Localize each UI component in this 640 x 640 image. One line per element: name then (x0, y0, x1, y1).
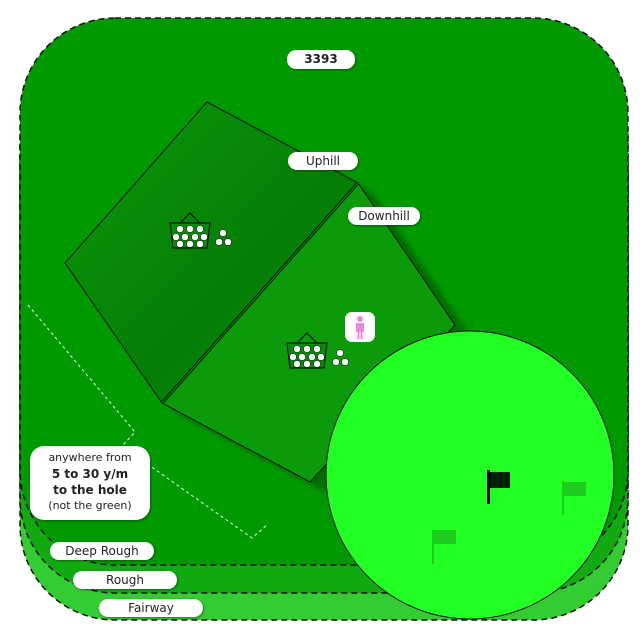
chipping-zone-outline (27, 304, 269, 539)
golf-balls-icon (215, 229, 232, 246)
deep-rough-label: Deep Rough (50, 542, 154, 560)
ball-basket-icon (286, 332, 328, 369)
putting-green (325, 330, 615, 620)
ball-basket-icon (169, 212, 211, 249)
flag-icon (432, 530, 456, 564)
rough-label: Rough (73, 571, 177, 589)
flag-icon (562, 481, 586, 515)
uphill-label: Uphill (288, 152, 358, 170)
person-marker[interactable] (345, 312, 375, 342)
bay-number-label: 3393 (287, 50, 355, 69)
golf-balls-icon (332, 349, 349, 366)
info-target: to the hole (53, 483, 127, 497)
info-box: anywhere from 5 to 30 y/m to the hole (n… (30, 446, 150, 520)
fairway-label: Fairway (99, 599, 203, 617)
info-note: (not the green) (48, 499, 132, 512)
person-icon (356, 316, 364, 339)
downhill-label: Downhill (348, 207, 420, 225)
flag-icon[interactable] (487, 470, 510, 504)
info-distance: 5 to 30 y/m (51, 467, 129, 481)
info-line: anywhere from (48, 451, 132, 464)
